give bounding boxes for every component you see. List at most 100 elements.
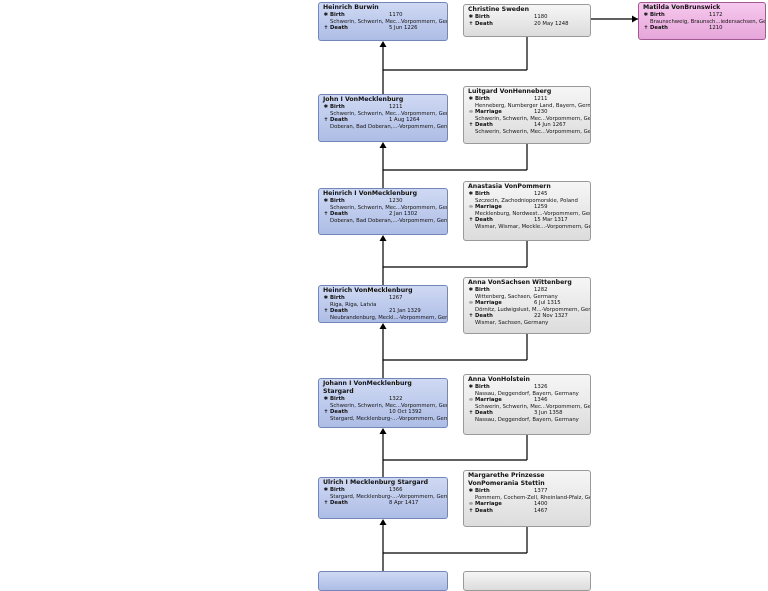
death-cross-icon: ✝	[468, 410, 474, 417]
person-card-p14[interactable]	[318, 571, 448, 591]
event-place: Nassau, Deggendorf, Bayern, Germany	[475, 390, 579, 397]
event-place: Nassau, Deggendorf, Bayern, Germany	[475, 416, 579, 423]
up-arrow	[379, 41, 387, 47]
event-place: Wismar, Sachsen, Germany	[475, 319, 549, 326]
event-place: Schwerin, Schwerin, Mec...Vorpommern, Ge…	[330, 110, 447, 117]
event-place: Schwerin, Schwerin, Mec...Vorpommern, Ge…	[475, 115, 590, 122]
connector-lines	[379, 15, 638, 571]
event-place: Schwerin, Schwerin, Mec...Vorpommern, Ge…	[330, 402, 447, 409]
event-date: 1366	[389, 487, 403, 493]
event-label: Marriage	[475, 397, 502, 404]
death-cross-icon: ✝	[468, 20, 474, 27]
marriage-rings-icon: ∞	[468, 300, 474, 307]
event-label: Death	[330, 308, 348, 315]
event-date: 1 Aug 1264	[389, 117, 420, 124]
person-name	[464, 572, 590, 573]
event-place: Schwerin, Schwerin, Mec...Vorpommern, Ge…	[475, 128, 590, 135]
event-label: Birth	[475, 96, 490, 102]
event-date: 1245	[534, 191, 548, 197]
event-label: Death	[330, 117, 348, 124]
event-date: 15 Mar 1317	[534, 217, 568, 224]
event-date: 1211	[534, 96, 548, 102]
marriage-rings-icon: ∞	[468, 501, 474, 508]
event-label: Birth	[330, 12, 345, 18]
event-label: Death	[475, 122, 493, 129]
person-name: Ulrich I Mecklenburg Stargard	[323, 479, 429, 486]
death-cross-icon: ✝	[323, 409, 329, 416]
person-name: Christine Sweden	[468, 6, 530, 13]
event-label: Birth	[330, 198, 345, 204]
event-date: 1172	[709, 12, 723, 18]
event-date: 1170	[389, 12, 403, 18]
event-place: Schwerin, Schwerin, Mec...Vorpommern, Ge…	[475, 403, 590, 410]
event-label: Death	[475, 20, 493, 27]
death-cross-icon: ✝	[468, 122, 474, 129]
event-label: Birth	[475, 287, 490, 293]
event-label: Birth	[330, 104, 345, 110]
death-cross-icon: ✝	[323, 211, 329, 218]
event-place: Henneberg, Nurnberger Land, Bayern, Germ…	[475, 102, 590, 109]
person-name: Heinrich I VonMecklenburg	[323, 190, 418, 197]
event-date: 1267	[389, 295, 403, 301]
event-place: Stargard, Mecklenburg-...-Vorpommern, Ge…	[330, 493, 447, 500]
event-label: Birth	[475, 384, 490, 390]
event-date: 1282	[534, 287, 548, 293]
person-name	[319, 572, 447, 573]
event-label: Death	[330, 25, 348, 32]
person-name: Johann I VonMecklenburg Stargard	[323, 380, 412, 395]
birth-star-icon: ✱	[323, 396, 329, 402]
person-name: Anna VonHolstein	[468, 376, 530, 383]
event-label: Marriage	[475, 501, 502, 508]
up-arrow	[379, 428, 387, 434]
event-place: Wismar, Wismar, Meckle...-Vorpommern, Ge…	[475, 223, 590, 230]
person-name: Matilda VonBrunswick	[643, 4, 721, 11]
event-date: 1346	[534, 397, 548, 404]
person-card-p15[interactable]	[463, 571, 591, 591]
event-label: Birth	[330, 487, 345, 493]
event-date: 1467	[534, 507, 548, 514]
event-label: Birth	[475, 14, 490, 20]
event-place: Szczecin, Zachodniopomorskie, Poland	[475, 197, 578, 204]
event-label: Death	[330, 500, 348, 507]
event-date: 1259	[534, 204, 548, 211]
person-name: Heinrich VonMecklenburg	[323, 287, 413, 294]
death-cross-icon: ✝	[468, 217, 474, 224]
birth-star-icon: ✱	[468, 14, 474, 20]
person-card-p13[interactable]: Margarethe Prinzesse VonPomerania Stetti…	[463, 470, 591, 527]
event-date: 1210	[709, 25, 723, 32]
person-name: Luitgard VonHenneberg	[468, 88, 552, 95]
birth-star-icon: ✱	[468, 287, 474, 293]
event-label: Birth	[650, 12, 665, 18]
birth-event: ✱Birth 1282	[464, 287, 590, 294]
event-place: Neubrandenburg, Meckl...-Vorpommern, Ger…	[330, 314, 447, 321]
event-place: Riga, Riga, Latvia	[330, 301, 377, 308]
